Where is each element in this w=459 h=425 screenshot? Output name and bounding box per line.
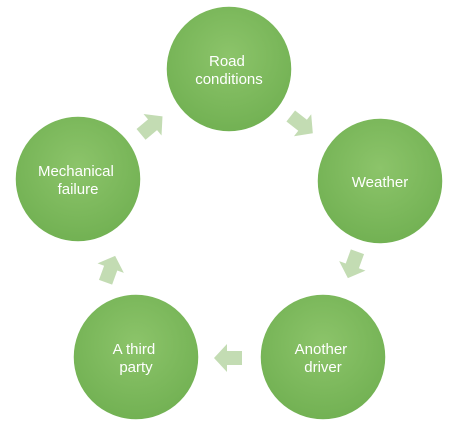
node-label: Another driver: [295, 341, 352, 376]
node-label-line: driver: [304, 359, 342, 376]
node-circle: [259, 293, 387, 421]
node-circle: [165, 5, 293, 133]
node-label-line: Mechanical: [38, 163, 114, 180]
cycle-arrows: [97, 110, 366, 372]
node-label-line: Another: [295, 341, 348, 358]
node-circle: [316, 117, 444, 245]
node-another-driver: Another driver: [259, 293, 387, 421]
node-label: A third party: [113, 341, 160, 376]
node-label-line: conditions: [195, 71, 263, 88]
node-weather: Weather: [316, 117, 444, 245]
node-mechanical-failure: Mechanical failure: [14, 115, 142, 243]
node-label: Mechanical failure: [38, 163, 118, 198]
node-label-line: party: [119, 359, 153, 376]
node-label-line: A third: [113, 341, 156, 358]
node-circle: [72, 293, 200, 421]
node-label: Weather: [352, 174, 408, 191]
arrow-another-driver-to-third-party: [214, 344, 242, 372]
arrow-mechanical-to-road: [136, 113, 163, 140]
arrow-road-to-weather: [286, 110, 313, 137]
arrow-weather-to-another-driver: [339, 249, 366, 279]
node-road-conditions: Road conditions: [165, 5, 293, 133]
node-label: Road conditions: [195, 53, 263, 88]
arrow-third-party-to-mechanical: [97, 255, 124, 285]
node-circle: [14, 115, 142, 243]
node-label-line: Road: [209, 53, 245, 70]
node-label-line: failure: [58, 181, 99, 198]
node-a-third-party: A third party: [72, 293, 200, 421]
node-label-line: Weather: [352, 174, 408, 191]
